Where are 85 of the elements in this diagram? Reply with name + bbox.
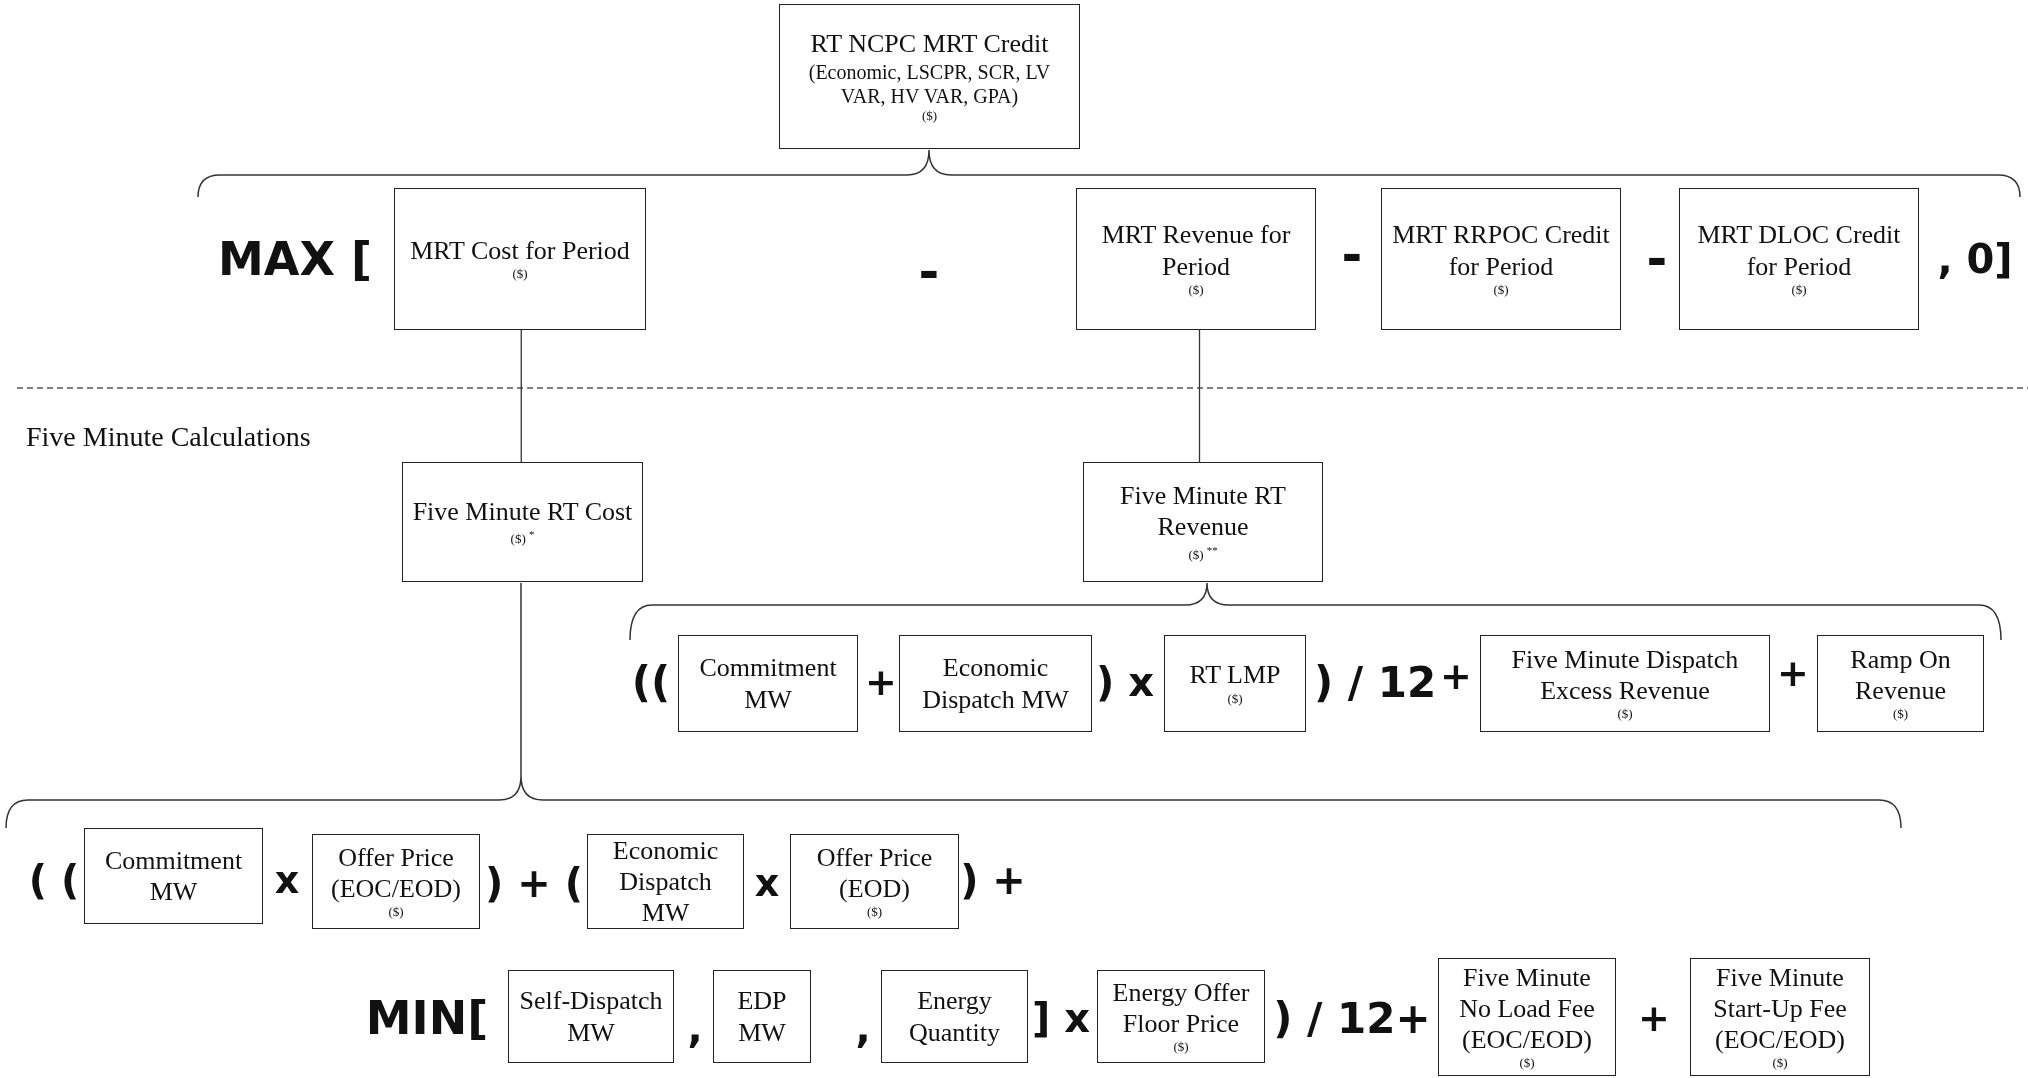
box-title: MRT RRPOC Credit for Period	[1391, 219, 1611, 282]
unit-label: ($)	[388, 904, 404, 922]
math-operator: x	[754, 861, 780, 905]
math-operator: -	[1341, 226, 1363, 284]
box-title: MRT DLOC Credit for Period	[1696, 219, 1902, 282]
box-title: Energy Offer Floor Price	[1111, 976, 1251, 1040]
formula-box	[1679, 188, 1919, 330]
box-title: Five Minute Start-Up Fee (EOC/EOD)	[1712, 961, 1848, 1056]
math-operator: ) x	[1096, 659, 1154, 705]
formula-box	[1083, 462, 1323, 582]
formula-box	[84, 828, 263, 924]
math-operator: ,	[687, 1005, 703, 1051]
box-title: Economic Dispatch MW	[611, 834, 720, 929]
unit-label: ($)	[1892, 706, 1909, 724]
unit-label: ($) $^{*}$	[510, 527, 535, 549]
section-label: Five Minute Calculations	[26, 421, 311, 453]
box-title: MRT Cost for Period	[410, 234, 630, 267]
math-operator: ) +	[960, 857, 1026, 903]
box-title: Offer Price (EOD)	[815, 841, 934, 905]
box-title: Five Minute Dispatch Excess Revenue	[1510, 643, 1740, 707]
math-operator: ) / 12	[1313, 657, 1437, 707]
box-title: EDP MW	[736, 985, 788, 1048]
math-operator: +	[1777, 651, 1809, 695]
formula-box	[1438, 958, 1616, 1076]
formula-box	[1690, 958, 1870, 1076]
math-operator: +	[1440, 654, 1472, 698]
unit-label: ($)	[1188, 281, 1204, 299]
formula-box	[899, 635, 1092, 732]
unit-label: ($)	[1227, 690, 1243, 708]
formula-box	[881, 970, 1028, 1063]
math-operator: +	[865, 660, 897, 704]
box-title: Five Minute RT Revenue	[1119, 480, 1287, 543]
connector-line	[520, 329, 522, 463]
box-title: Ramp On Revenue	[1849, 643, 1952, 707]
formula-box	[312, 834, 480, 929]
unit-label: ($) $^{**}$	[1188, 542, 1218, 564]
formula-box	[402, 462, 643, 582]
math-operator: -	[1646, 230, 1668, 288]
math-operator: ) + (	[485, 860, 583, 906]
math-operator: +	[1638, 996, 1670, 1040]
unit-label: ($)	[512, 266, 528, 284]
unit-label: ($)	[921, 107, 938, 125]
box-note: (Economic, LSCPR, SCR, LV VAR, HV VAR, GPA)	[807, 59, 1052, 108]
box-title: Economic Dispatch MW	[921, 652, 1070, 715]
formula-box	[394, 188, 646, 330]
box-title: Offer Price (EOC/EOD)	[330, 841, 462, 905]
connector-line	[1198, 329, 1201, 463]
formula-box	[790, 834, 959, 929]
formula-box	[1381, 188, 1621, 330]
math-operator: MAX [	[218, 232, 372, 286]
box-title: Five Minute No Load Fee (EOC/EOD)	[1458, 961, 1596, 1056]
unit-label: ($)	[1791, 281, 1807, 299]
math-operator: ( (	[28, 857, 80, 903]
formula-box	[779, 4, 1080, 149]
unit-label: ($)	[1173, 1039, 1189, 1057]
math-operator: , 0]	[1937, 236, 2013, 282]
formula-box	[1076, 188, 1316, 330]
formula-box	[1817, 635, 1984, 732]
math-operator: MIN[	[365, 991, 489, 1045]
formula-box	[1480, 635, 1770, 732]
box-title: Five Minute RT Cost	[412, 495, 633, 527]
formula-box	[1097, 970, 1265, 1063]
formula-box	[678, 635, 858, 732]
box-title: Commitment MW	[698, 652, 838, 715]
math-operator: x	[274, 858, 300, 902]
box-title: RT NCPC MRT Credit	[810, 28, 1049, 60]
math-operator: ) / 12+	[1273, 993, 1431, 1043]
formula-box	[713, 970, 811, 1063]
box-title: RT LMP	[1189, 659, 1281, 691]
box-title: Energy Quantity	[908, 985, 1001, 1048]
unit-label: ($)	[866, 904, 883, 922]
formula-box	[587, 834, 744, 929]
math-operator: -	[918, 243, 940, 301]
unit-label: ($)	[1772, 1055, 1788, 1073]
math-operator: ((	[631, 657, 671, 707]
unit-label: ($)	[1617, 706, 1633, 724]
math-operator: ] x	[1032, 995, 1090, 1041]
box-title: Commitment MW	[103, 844, 244, 908]
math-operator: ,	[855, 1005, 871, 1051]
unit-label: ($)	[1519, 1055, 1535, 1073]
formula-box	[1164, 635, 1306, 732]
unit-label: ($)	[1493, 281, 1509, 299]
formula-box	[508, 970, 674, 1063]
box-title: MRT Revenue for Period	[1100, 219, 1292, 282]
box-title: Self-Dispatch MW	[518, 985, 664, 1048]
